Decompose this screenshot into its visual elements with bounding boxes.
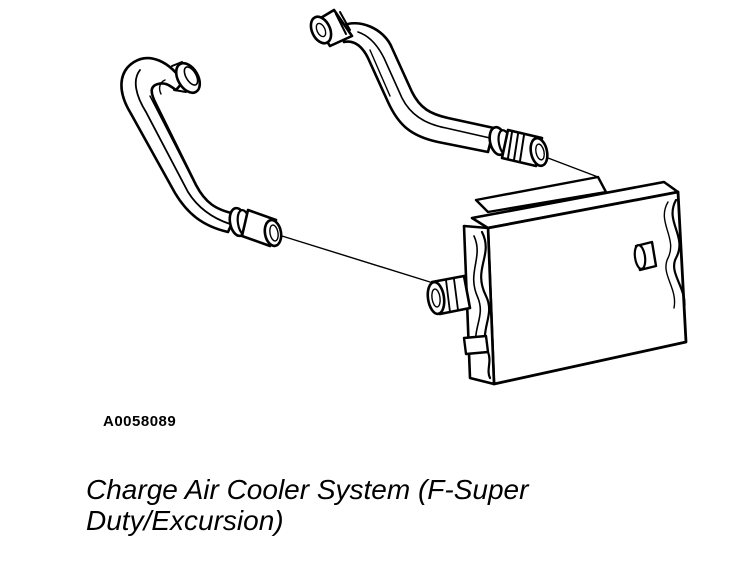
- cooler-outlet-connector: [633, 240, 658, 272]
- left-hose-top-collar: [171, 61, 202, 95]
- cooler-inlet-connector: [426, 274, 472, 316]
- left-hose-clamp: [228, 206, 283, 248]
- left-hose: [120, 56, 238, 234]
- figure-caption: Charge Air Cooler System (F-Super Duty/E…: [86, 474, 529, 536]
- charge-air-cooler: [462, 175, 688, 386]
- charge-air-cooler-diagram: [120, 8, 688, 386]
- figure-id: A0058089: [103, 413, 177, 430]
- right-hose-clamp: [488, 125, 549, 168]
- right-hose: [340, 21, 496, 154]
- right-hose-top-collar: [309, 8, 354, 48]
